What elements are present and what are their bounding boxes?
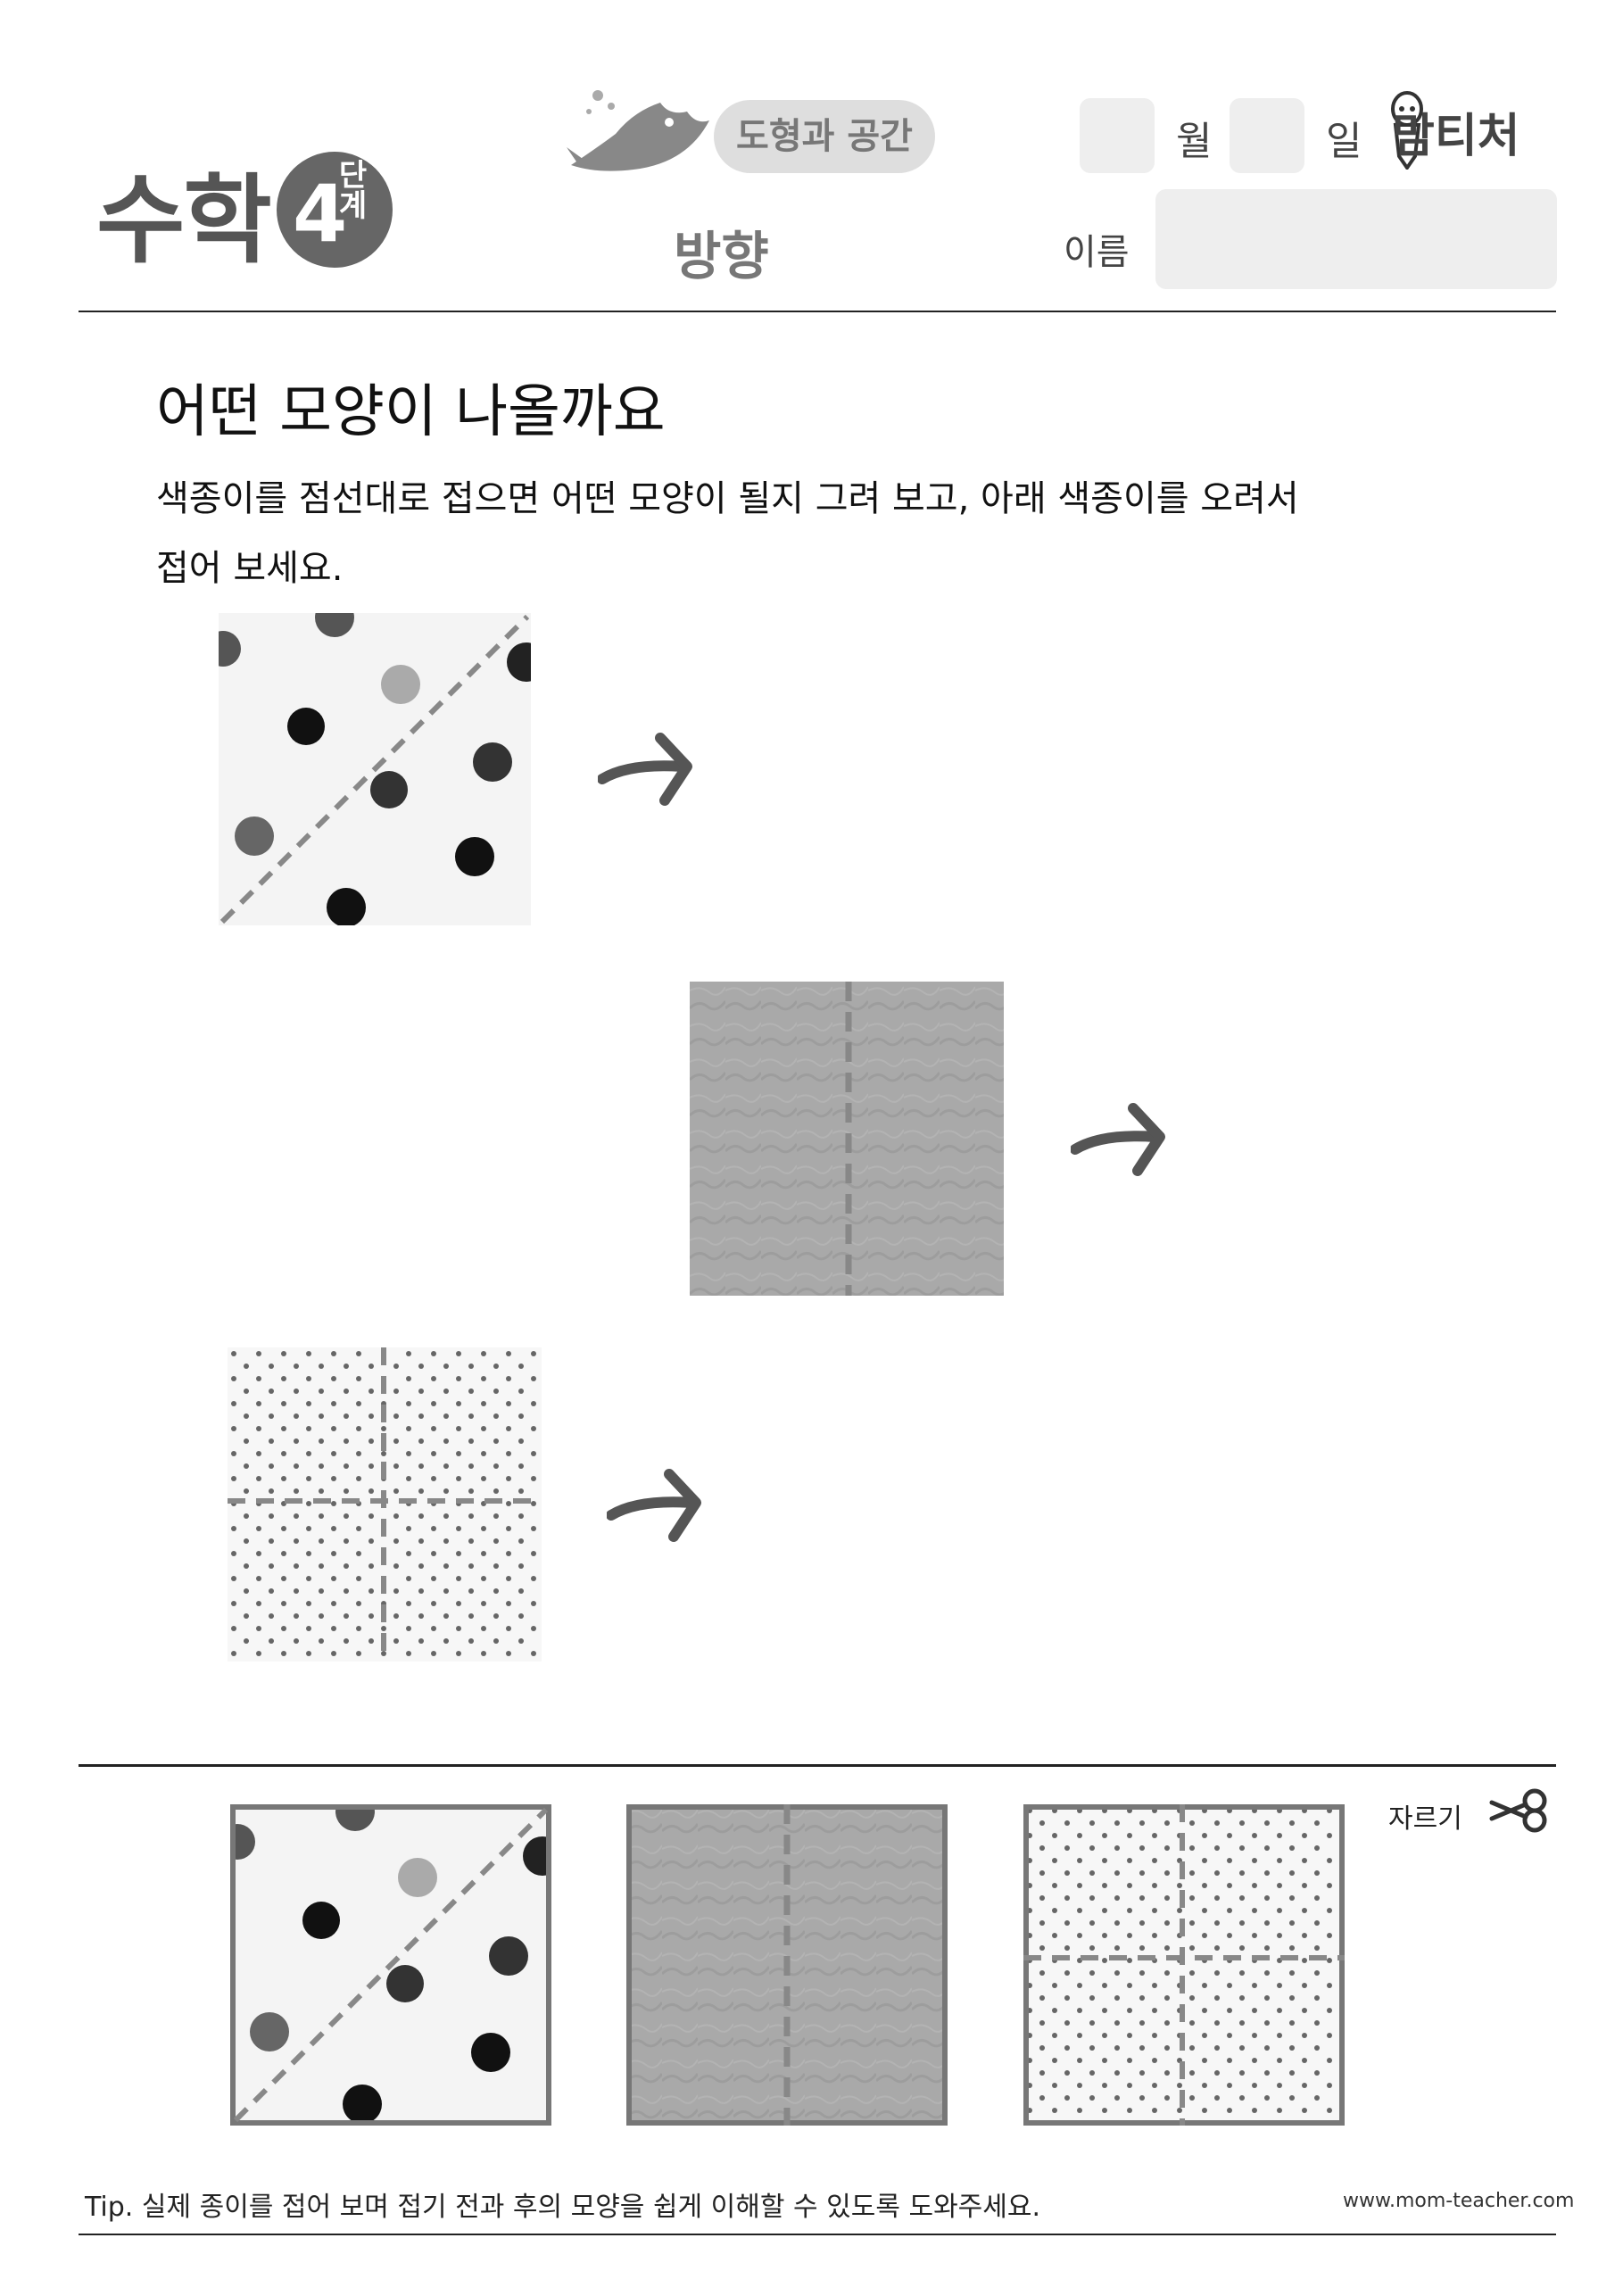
scissors-icon[interactable] [1488,1788,1551,1833]
month-label: 월 [1176,119,1213,164]
cutout-paper-gray[interactable] [626,1804,948,2126]
cut-divider [79,1764,1556,1767]
pencil-mascot-icon [1391,91,1423,170]
topic-pill: 도형과 공간 [714,100,935,173]
arrow-icon [607,1469,701,1542]
fold-line-diagonal [219,614,530,924]
arrow-icon [1071,1103,1165,1176]
day-input[interactable] [1230,98,1304,173]
day-label: 일 [1326,119,1362,164]
name-label: 이름 [1064,232,1130,273]
whale-icon [567,90,709,171]
instruction-line-1: 색종이를 점선대로 접으면 어떤 모양이 될지 그려 보고, 아래 색종이를 오… [156,478,1299,519]
header-divider [79,311,1556,312]
instruction-line-2: 접어 보세요. [156,548,344,589]
level-badge: 4 단계 [277,152,393,268]
name-input[interactable] [1155,189,1557,289]
cutout-paper-small-dots[interactable] [1023,1804,1345,2126]
sub-topic: 방향 [674,226,769,286]
cutout-paper-polka[interactable] [230,1804,551,2126]
level-label: 단계 [332,159,368,220]
worksheet-title: 어떤 모양이 나올까요 [156,379,666,445]
subject-logo: 수학 [96,165,272,277]
tip-text: Tip. 실제 종이를 접어 보며 접기 전과 후의 모양을 쉽게 이해할 수 … [85,2192,1041,2223]
level-number: 4 [293,168,348,260]
brand-logo: 맘티처 [1392,110,1520,163]
footer-divider [79,2234,1556,2235]
cut-label: 자르기 [1388,1803,1462,1835]
problem-1-paper [219,613,531,925]
arrow-icon [598,733,692,806]
month-input[interactable] [1080,98,1155,173]
site-url[interactable]: www.mom-teacher.com [1343,2190,1575,2212]
instructions: 색종이를 점선대로 접으면 어떤 모양이 될지 그려 보고, 아래 색종이를 오… [156,464,1495,603]
problem-2-paper [690,982,1004,1296]
problem-3-paper [228,1347,542,1662]
